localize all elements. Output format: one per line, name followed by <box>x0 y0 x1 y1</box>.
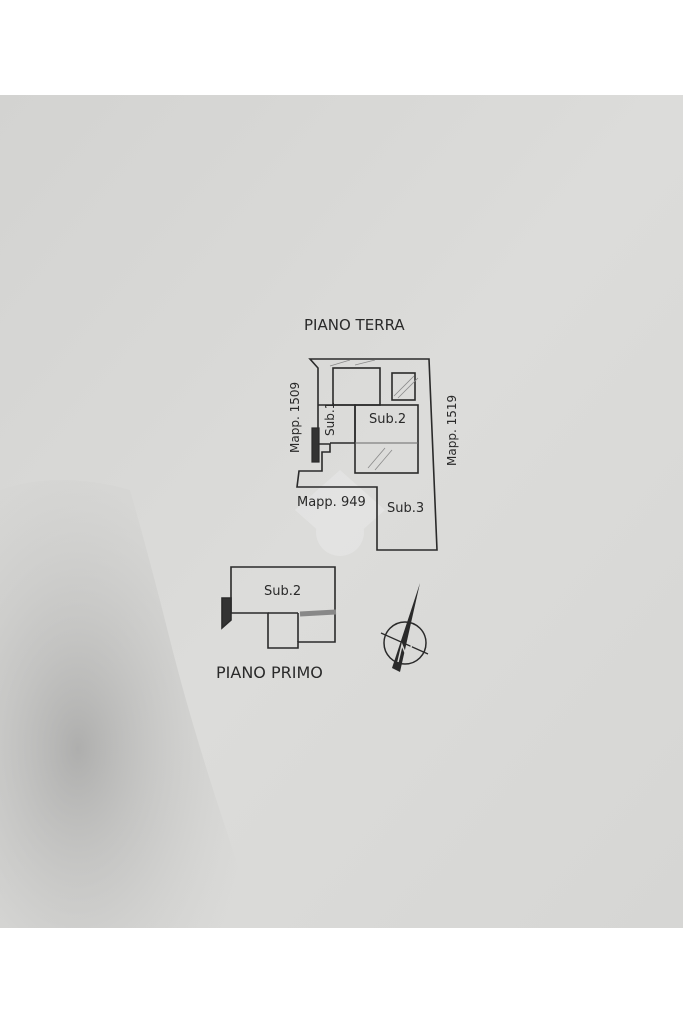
sub1-label: Sub.1 <box>323 402 337 436</box>
sub2-label: Sub.2 <box>369 412 406 427</box>
hand-shadow <box>0 480 260 928</box>
hatching <box>329 359 419 471</box>
ground-floor-title: PIANO TERRA <box>304 316 405 334</box>
north-arrow-icon <box>380 583 429 672</box>
mapp-949-label: Mapp. 949 <box>297 495 366 510</box>
room-hatched <box>391 372 416 401</box>
first-floor-plan: Sub.2 PIANO PRIMO <box>216 566 337 682</box>
mapp-1509-label: Mapp. 1509 <box>288 382 302 453</box>
ground-floor-outline <box>296 358 438 551</box>
first-floor-sub2-label: Sub.2 <box>264 584 301 599</box>
sub3-label: Sub.3 <box>387 501 424 516</box>
sub2-room <box>354 404 419 474</box>
stair-icon <box>221 597 232 630</box>
mapp-1519-label: Mapp. 1519 <box>445 395 459 466</box>
first-floor-title: PIANO PRIMO <box>216 663 323 682</box>
first-floor-outline <box>230 566 336 649</box>
ground-floor-plan: PIANO TERRA Sub.1 Sub.2 Sub.3 Mapp. 1509… <box>288 316 459 551</box>
hatching <box>299 609 337 617</box>
stair-icon <box>311 427 320 463</box>
watermark-logo <box>295 470 385 556</box>
